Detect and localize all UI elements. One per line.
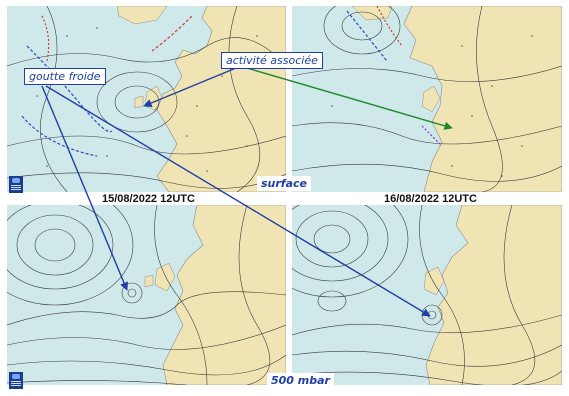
surface-map-16-08 [292,6,562,192]
upper-map-15-08-svg [7,205,286,385]
date-label-left: 15/08/2022 12UTC [102,193,195,205]
upper-map-15-08 [7,205,286,385]
surface-map-16-08-svg [292,6,562,192]
surface-map-15-08-svg [7,6,286,192]
meteo-france-logo-icon [9,176,23,193]
upper-map-16-08 [292,205,562,385]
surface-map-15-08 [7,6,286,192]
meteo-france-logo-icon [9,372,23,389]
date-label-right: 16/08/2022 12UTC [384,193,477,205]
cold-drop-label: goutte froide [24,68,106,85]
upper-map-16-08-svg [292,205,562,385]
upper-level-label: 500 mbar [267,373,334,388]
associated-activity-label: activité associée [221,52,323,69]
surface-level-label: surface [257,176,311,191]
